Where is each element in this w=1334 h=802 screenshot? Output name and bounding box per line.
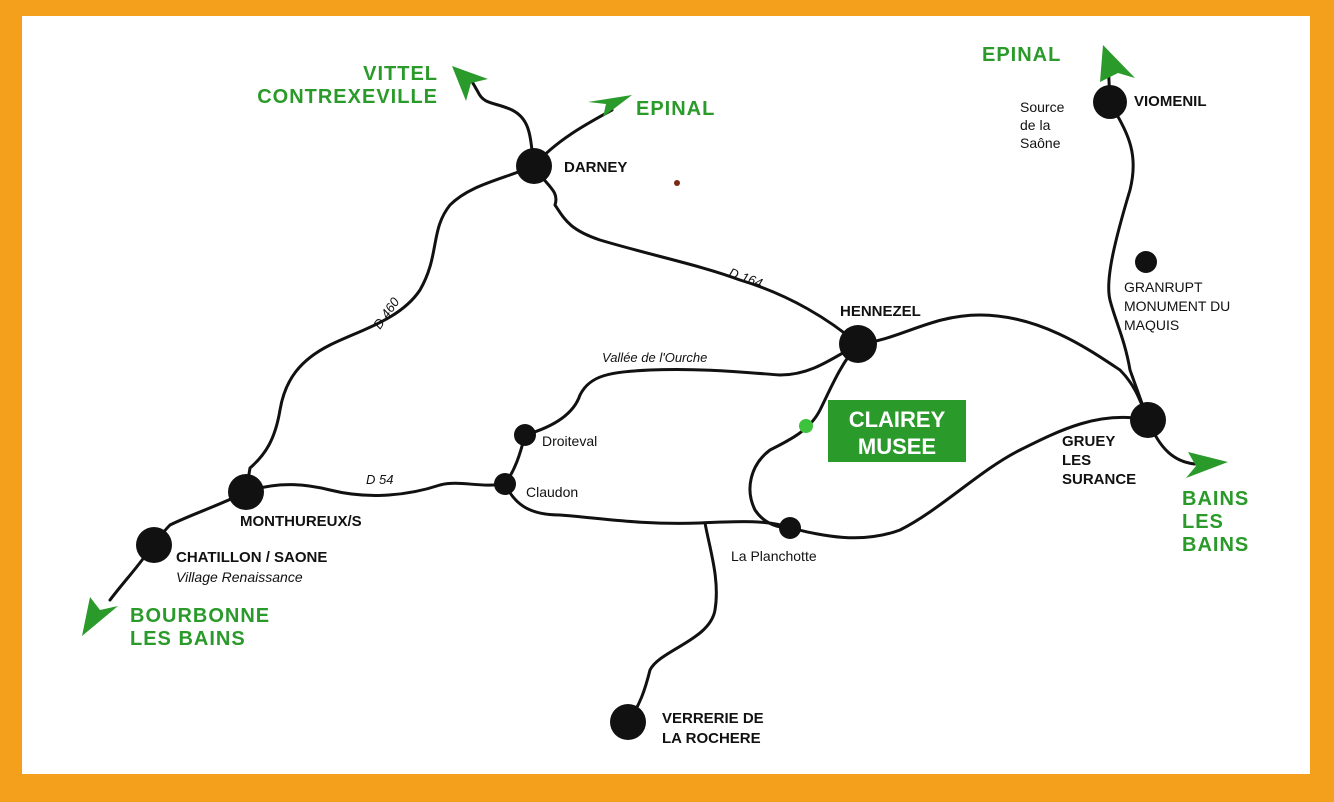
label-gruey-line3: SURANCE (1062, 471, 1136, 488)
marker-monthureux (228, 474, 264, 510)
arrow-epinal-right-icon (1100, 45, 1135, 82)
label-source-line2: de la (1020, 117, 1051, 133)
marker-granrupt (1135, 251, 1157, 273)
label-viomenil: VIOMENIL (1134, 93, 1207, 110)
museum-label-line1: CLAIREY (849, 407, 946, 432)
dest-bourbonne-line2: LES BAINS (130, 628, 246, 650)
direction-arrows (82, 45, 1228, 636)
label-droiteval: Droiteval (542, 433, 597, 449)
label-verrerie-line2: LA ROCHERE (662, 730, 761, 747)
arrow-vittel-icon (452, 66, 488, 101)
destination-labels: VITTEL CONTREXEVILLE EPINAL EPINAL BAINS… (130, 44, 1249, 650)
road-hennezel-clairey (748, 342, 860, 530)
marker-planchotte (779, 517, 801, 539)
label-darney: DARNEY (564, 159, 627, 176)
label-chatillon-sub: Village Renaissance (176, 569, 303, 585)
label-vallee: Vallée de l'Ourche (602, 350, 707, 365)
arrow-epinal-center-icon (588, 95, 632, 117)
speck-dot (674, 180, 680, 186)
marker-viomenil (1093, 85, 1127, 119)
marker-verrerie (610, 704, 646, 740)
town-labels: DARNEY HENNEZEL VIOMENIL Source de la Sa… (176, 93, 1230, 747)
museum-box (828, 400, 966, 462)
arrow-bourbonne-icon (82, 597, 118, 636)
dest-epinal-center: EPINAL (636, 98, 715, 120)
museum-badge: CLAIREY MUSEE (828, 400, 966, 462)
marker-chatillon (136, 527, 172, 563)
road-gruey-planchotte (788, 415, 1150, 540)
label-hennezel: HENNEZEL (840, 303, 921, 320)
road-claudon-planchotte (503, 482, 792, 530)
label-planchotte: La Planchotte (731, 548, 817, 564)
dest-vittel-line1: VITTEL (363, 63, 438, 85)
road-d54 (244, 481, 507, 497)
label-verrerie-line1: VERRERIE DE (662, 710, 764, 727)
dest-bourbonne-line1: BOURBONNE (130, 605, 270, 627)
road-d460 (244, 164, 536, 494)
marker-claudon (494, 473, 516, 495)
marker-hennezel (839, 325, 877, 363)
roads (108, 58, 1197, 724)
road-hennezel-gruey (856, 313, 1150, 422)
road-d164 (532, 164, 860, 346)
marker-darney (516, 148, 552, 184)
label-source-line1: Source (1020, 99, 1065, 115)
marker-gruey (1130, 402, 1166, 438)
label-claudon: Claudon (526, 484, 578, 500)
marker-clairey (799, 419, 813, 433)
label-chatillon: CHATILLON / SAONE (176, 549, 327, 566)
town-markers (136, 85, 1166, 740)
dest-bains-line1: BAINS (1182, 488, 1249, 510)
label-granrupt-line2: MONUMENT DU (1124, 298, 1230, 314)
road-viomenil-gruey (1107, 100, 1150, 422)
label-granrupt-line3: MAQUIS (1124, 317, 1179, 333)
road-darney-vittel (468, 76, 536, 168)
label-monthureux: MONTHUREUX/S (240, 513, 362, 530)
map-background (22, 16, 1310, 774)
museum-label-line2: MUSEE (858, 434, 936, 459)
dest-bains-line2: LES (1182, 511, 1224, 533)
dest-vittel-line2: CONTREXEVILLE (257, 86, 438, 108)
arrow-bains-icon (1186, 452, 1228, 478)
label-d54: D 54 (366, 472, 393, 487)
label-gruey-line2: LES (1062, 452, 1091, 469)
label-gruey-line1: GRUEY (1062, 433, 1115, 450)
road-planchotte-verrerie (626, 521, 718, 724)
label-source-line3: Saône (1020, 135, 1061, 151)
marker-droiteval (514, 424, 536, 446)
dest-bains-line3: BAINS (1182, 534, 1249, 556)
label-granrupt-line1: GRANRUPT (1124, 279, 1203, 295)
dest-epinal-right: EPINAL (982, 44, 1061, 66)
road-vallee-ourche (523, 342, 860, 437)
